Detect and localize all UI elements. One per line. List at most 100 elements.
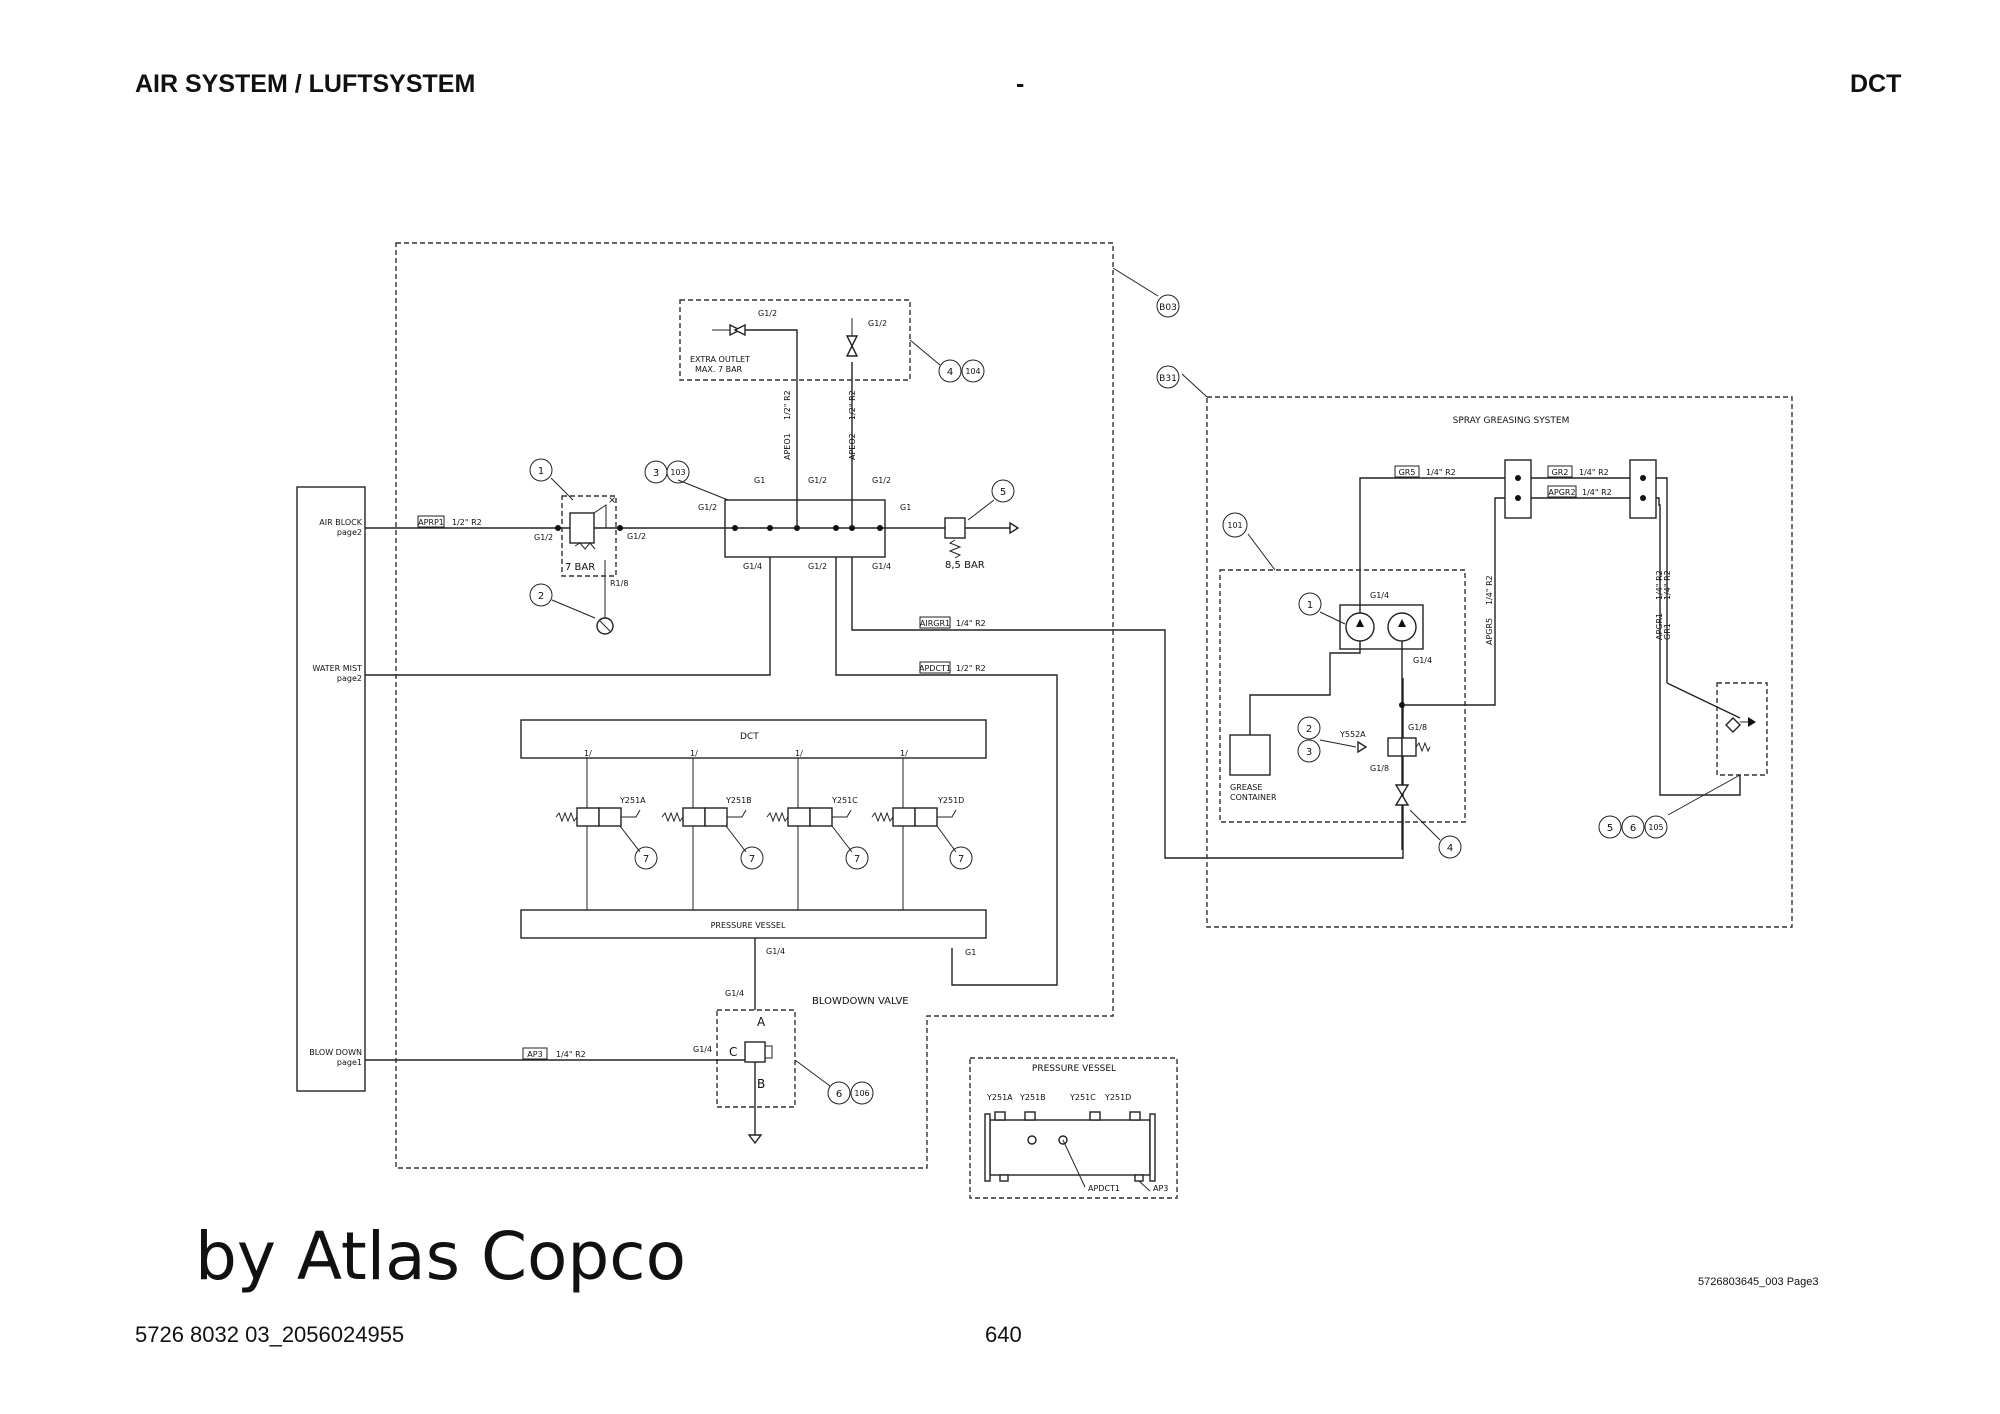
nozzle-feed xyxy=(1666,682,1741,719)
spray-shutoff-valve xyxy=(1394,793,1410,806)
document-reference: 5726803645_003 Page3 xyxy=(1698,1276,1819,1288)
fitting-g12-label: G1/2 xyxy=(758,309,777,318)
grease-suction-line xyxy=(1249,641,1361,735)
brand-signature: by Atlas Copco xyxy=(195,1218,686,1295)
regulator-vent: × xyxy=(608,495,616,506)
callout-6-circle xyxy=(1621,815,1645,839)
callout-2-circle xyxy=(529,583,553,607)
spray-greasing-title: SPRAY GREASING SYSTEM xyxy=(1453,416,1570,426)
leader-callout-2-3 xyxy=(1319,739,1357,748)
tag-apgr5: APGR5 xyxy=(1485,618,1494,645)
extra-outlet-pressure: MAX. 7 BAR xyxy=(695,365,743,374)
callout-1: 1 xyxy=(538,466,544,477)
vessel-port xyxy=(1024,1111,1036,1121)
exhaust-symbol xyxy=(747,1134,763,1145)
valve-section xyxy=(682,807,706,827)
spray-valve-spring xyxy=(1415,741,1431,753)
main-assembly-boundary xyxy=(395,242,1114,1169)
callout-6-circle xyxy=(827,1081,851,1105)
panel-air-block-page: page2 xyxy=(337,528,362,537)
valve-section xyxy=(598,807,622,827)
callout-3: 3 xyxy=(1306,747,1312,758)
tag-apgr2-size: 1/4" R2 xyxy=(1582,488,1612,497)
vessel-port xyxy=(1129,1111,1141,1121)
regulator-pilot xyxy=(593,504,607,528)
leader-callout-2 xyxy=(551,599,596,619)
vessel-ap3-label: AP3 xyxy=(1153,1184,1168,1193)
junction-dot xyxy=(1640,495,1646,501)
assembly-label-b31-circle xyxy=(1156,365,1180,389)
fitting-g1-label: G1 xyxy=(965,948,976,957)
junction-dot xyxy=(767,525,773,531)
header-title: AIR SYSTEM / LUFTSYSTEM xyxy=(135,70,476,98)
tag-apdct1-box xyxy=(919,661,951,674)
extra-outlet-boundary xyxy=(679,299,911,381)
outlet-check-valve xyxy=(733,323,746,337)
spray-nozzle xyxy=(1725,717,1741,733)
line-airgr1 xyxy=(851,557,1404,859)
callout-5-circle xyxy=(991,479,1015,503)
leader-callout-3 xyxy=(677,479,729,501)
leader-callout-101 xyxy=(1247,533,1276,571)
leader-callout-7 xyxy=(831,825,853,853)
port-c-label: C xyxy=(729,1045,737,1059)
outlet-line-apeo1 xyxy=(745,329,798,528)
tag-gr2: GR2 xyxy=(1552,468,1569,477)
callout-6: 6 xyxy=(836,1089,842,1100)
footer-doc-number: 5726 8032 03_2056024955 xyxy=(135,1322,405,1347)
solenoid-label: Y251A xyxy=(619,796,646,805)
valve-solenoid xyxy=(937,809,957,818)
valve-port-label: 1/ xyxy=(584,749,592,758)
vessel-tag: Y251C xyxy=(1069,1093,1096,1102)
spray-shutoff-valve xyxy=(1394,784,1410,797)
callout-7-circle xyxy=(634,846,658,870)
fitting-g14-label: G1/4 xyxy=(743,562,762,571)
leader-b31 xyxy=(1181,373,1208,398)
dct-manifold xyxy=(520,719,987,759)
junction-dot xyxy=(732,525,738,531)
tag-apeo2-size: 1/2" R2 xyxy=(848,390,857,420)
vessel-inlet xyxy=(1027,1135,1037,1145)
tag-apgr1-size: 1/4" R2 xyxy=(1655,570,1664,600)
shutoff-valve xyxy=(845,344,859,357)
tag-airgr1-size: 1/4" R2 xyxy=(956,619,986,628)
tag-aprp1: APRP1 xyxy=(418,518,444,527)
vessel-tag: Y251D xyxy=(1104,1093,1131,1102)
tag-apdct1-size: 1/2" R2 xyxy=(956,664,986,673)
tag-aprp1-size: 1/2" R2 xyxy=(452,518,482,527)
leader-callout-4 xyxy=(909,339,941,366)
vessel-port xyxy=(1089,1111,1101,1121)
valve-section xyxy=(704,807,728,827)
tag-airgr1: AIRGR1 xyxy=(920,619,950,628)
panel-air-block-label: AIR BLOCK xyxy=(319,518,362,527)
leader-callout-1 xyxy=(550,477,574,501)
line-apgr5 xyxy=(1402,497,1505,706)
tag-apgr1: APGR1 xyxy=(1655,613,1664,640)
regulator-setting: 7 BAR xyxy=(565,562,595,573)
relief-spring xyxy=(948,539,962,559)
valve-section xyxy=(787,807,811,827)
vessel-apdct1-label: APDCT1 xyxy=(1088,1184,1120,1193)
grease-container-label: GREASE xyxy=(1230,783,1262,792)
fitting-g14-label: G1/4 xyxy=(872,562,891,571)
assembly-label-b31: B31 xyxy=(1159,374,1177,384)
port-a-label: A xyxy=(757,1015,766,1029)
footer-page-number: 640 xyxy=(985,1322,1022,1347)
callout-4-circle xyxy=(1438,835,1462,859)
fitting-g18-label: G1/8 xyxy=(1408,723,1427,732)
spray-valve-section xyxy=(1401,737,1417,757)
spray-nozzle-boundary xyxy=(1716,682,1768,776)
water-mist-line xyxy=(365,557,771,676)
valve-port-label: 1/ xyxy=(690,749,698,758)
line-gr1 xyxy=(1656,477,1668,683)
line-apdct1 xyxy=(835,557,1058,986)
valve-section xyxy=(892,807,916,827)
callout-1-circle xyxy=(529,458,553,482)
regulator-boundary xyxy=(561,495,617,577)
valve-column-c: 1/ Y251C 7 xyxy=(766,749,869,910)
junction-dot xyxy=(1640,475,1646,481)
tag-aprp1-box xyxy=(417,515,445,528)
callout-106: 106 xyxy=(854,1089,869,1098)
pressure-vessel-label: PRESSURE VESSEL xyxy=(711,921,786,930)
